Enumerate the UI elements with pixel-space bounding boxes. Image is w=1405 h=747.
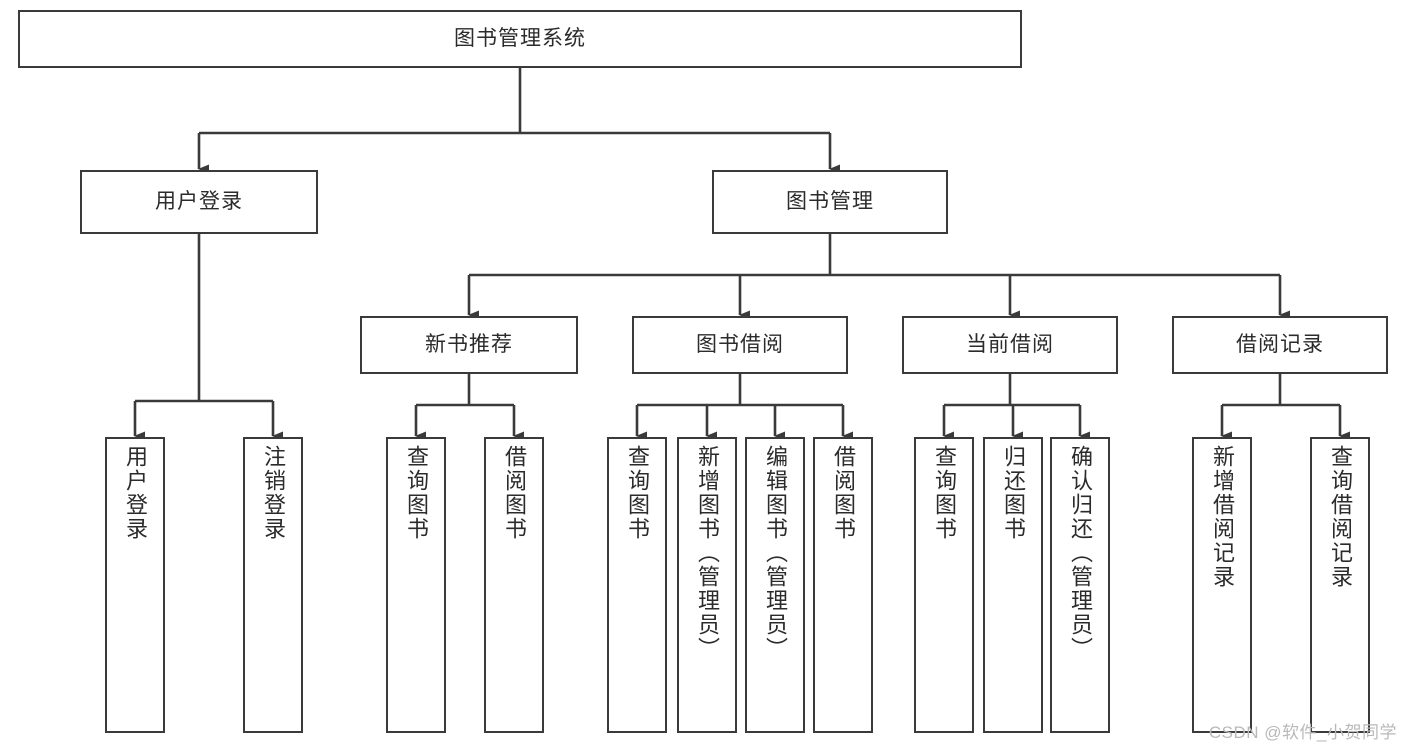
node-label: 用户登录 [123, 445, 148, 541]
node-label: 查询图书 [932, 445, 957, 541]
node-label: 图书借阅 [696, 333, 784, 357]
node-borrow-records[interactable]: 借阅记录 [1172, 316, 1388, 374]
node-leaf-borrow-book[interactable]: 借阅图书 [813, 437, 873, 733]
node-label: 查询图书 [625, 445, 650, 541]
node-leaf-return-book[interactable]: 归还图书 [983, 437, 1043, 733]
node-leaf-query-book-borrowing[interactable]: 查询图书 [607, 437, 667, 733]
node-current-borrowing[interactable]: 当前借阅 [902, 316, 1118, 374]
node-label: 当前借阅 [966, 333, 1054, 357]
node-label: 新书推荐 [425, 333, 513, 357]
node-label: 借阅图书 [502, 445, 527, 541]
node-leaf-add-borrow-record[interactable]: 新增借阅记录 [1192, 437, 1252, 733]
node-label: 注销登录 [261, 445, 286, 541]
node-label: 图书管理 [786, 190, 874, 214]
node-leaf-confirm-return-admin[interactable]: 确认归还（管理员） [1050, 437, 1110, 733]
node-label: 用户登录 [155, 190, 243, 214]
node-book-management[interactable]: 图书管理 [712, 170, 948, 234]
node-label: 借阅图书 [831, 445, 856, 541]
node-label: 查询图书 [404, 445, 429, 541]
node-user-login[interactable]: 用户登录 [80, 170, 318, 234]
node-book-borrowing[interactable]: 图书借阅 [632, 316, 848, 374]
node-leaf-query-book-recommend[interactable]: 查询图书 [386, 437, 446, 733]
node-label: 查询借阅记录 [1328, 445, 1353, 589]
node-label: 编辑图书（管理员） [763, 445, 788, 661]
node-leaf-query-book-current[interactable]: 查询图书 [914, 437, 974, 733]
node-leaf-borrow-book-recommend[interactable]: 借阅图书 [484, 437, 544, 733]
node-leaf-logout-login[interactable]: 注销登录 [243, 437, 303, 733]
node-label: 归还图书 [1001, 445, 1026, 541]
node-root-book-management-system[interactable]: 图书管理系统 [18, 10, 1022, 68]
node-label: 新增图书（管理员） [695, 445, 720, 661]
node-new-book-recommendation[interactable]: 新书推荐 [360, 316, 578, 374]
watermark-text: CSDN @软件_小贺同学 [1208, 723, 1397, 742]
node-label: 新增借阅记录 [1210, 445, 1235, 589]
node-leaf-add-book-admin[interactable]: 新增图书（管理员） [677, 437, 737, 733]
node-label: 图书管理系统 [454, 27, 586, 51]
node-label: 借阅记录 [1236, 333, 1324, 357]
node-leaf-edit-book-admin[interactable]: 编辑图书（管理员） [745, 437, 805, 733]
node-leaf-user-login[interactable]: 用户登录 [105, 437, 165, 733]
node-leaf-query-borrow-record[interactable]: 查询借阅记录 [1310, 437, 1370, 733]
node-label: 确认归还（管理员） [1068, 445, 1093, 661]
